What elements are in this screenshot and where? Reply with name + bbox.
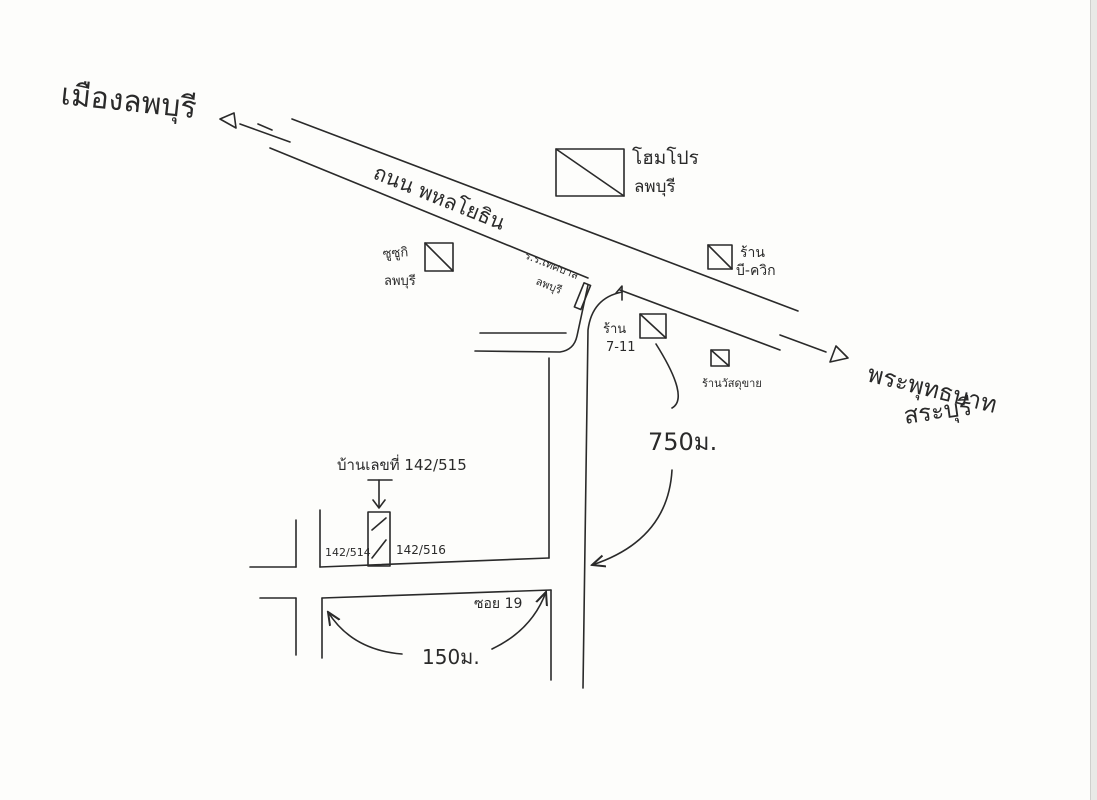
label-bquik-2: บี-ควิก: [736, 263, 776, 279]
main-road-bottom-edge-east: [619, 289, 781, 351]
shop-diagonal: [710, 349, 730, 367]
label-bquik-1: ร้าน: [740, 245, 765, 261]
seven-eleven-diagonal: [639, 313, 667, 339]
side-street-west-edge: [474, 284, 589, 353]
suzuki-diagonal: [424, 242, 454, 272]
school-sign: [573, 282, 592, 311]
arrow-to-lopburi: [239, 123, 291, 143]
curve-150-right: [491, 592, 546, 650]
seven-eleven-box: [639, 313, 667, 339]
main-road-bottom-edge-west: [269, 147, 589, 279]
label-seven-2: 7-11: [606, 340, 636, 355]
label-seven-1: ร้าน: [603, 322, 626, 337]
main-road-top-edge: [291, 118, 799, 312]
label-suzuki-2: ลพบุรี: [384, 273, 416, 289]
label-neighbor-left: 142/514: [325, 546, 371, 559]
label-school-1: ร.ร.เทศบาล: [523, 249, 580, 282]
label-lopburi-city: เมืองลพบุรี: [59, 77, 198, 127]
arrow-head-east: [829, 345, 849, 363]
bquik-diagonal: [707, 244, 733, 270]
arrow-head-west: [219, 112, 237, 129]
arrow-to-saraburi: [779, 334, 827, 353]
seven-eleven-pointer: [615, 285, 623, 301]
curve-750: [655, 343, 680, 409]
homepro-box: [555, 148, 625, 197]
bquik-box: [707, 244, 733, 270]
label-house: บ้านเลขที่ 142/515: [337, 454, 467, 474]
curve-750-lower: [592, 469, 673, 565]
house-hatch-2: [371, 539, 387, 559]
label-distance-150: 150ม.: [422, 645, 480, 669]
label-suzuki-1: ซูซูกิ: [382, 245, 409, 262]
soi-north-edge: [319, 557, 550, 568]
label-shop: ร้านวัสดุขาย: [702, 377, 762, 390]
shop-box: [710, 349, 730, 367]
house-plot: [367, 511, 391, 567]
label-distance-750: 750ม.: [648, 428, 717, 456]
label-homepro-1: โฮมโปร: [632, 146, 699, 169]
label-homepro-2: ลพบุรี: [634, 177, 676, 197]
label-neighbor-right: 142/516: [396, 543, 446, 557]
paper-edge: [1090, 0, 1097, 800]
suzuki-box: [424, 242, 454, 272]
house-hatch-1: [371, 517, 387, 531]
house-pointer-head: [372, 499, 386, 509]
homepro-diagonal: [555, 148, 625, 197]
main-road-stub-west: [257, 123, 273, 131]
soi-south-edge: [321, 589, 552, 599]
label-soi-19: ซอย 19: [474, 596, 522, 612]
curve-150-left: [328, 612, 403, 655]
label-school-2: ลพบุรี: [534, 275, 564, 297]
